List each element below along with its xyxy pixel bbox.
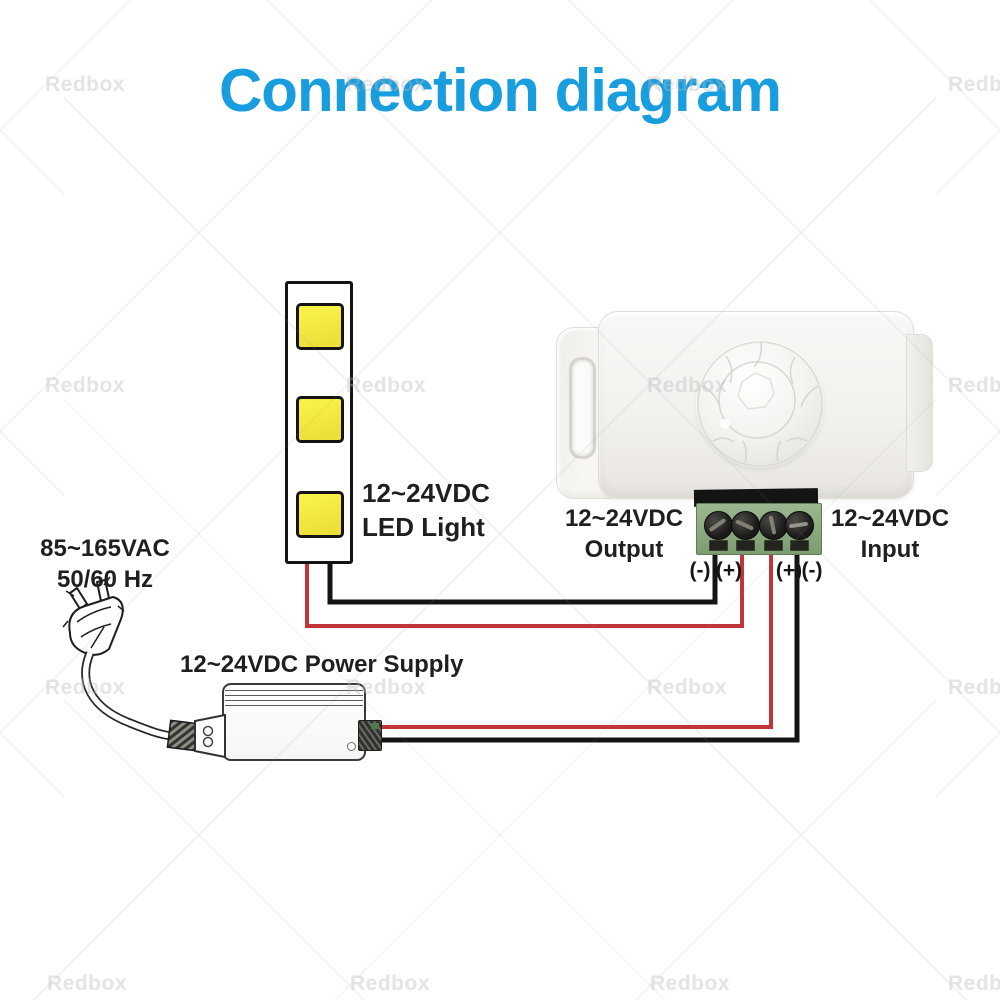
led-chip bbox=[296, 491, 344, 538]
psu-input-connector bbox=[166, 713, 226, 759]
plug-body bbox=[68, 596, 124, 656]
watermark-text: Redbox bbox=[46, 972, 128, 995]
screw-slot bbox=[708, 517, 727, 533]
ac-input-label: 85~165VAC 50/60 Hz bbox=[14, 533, 196, 595]
led-voltage-text: 12~24VDC bbox=[362, 478, 490, 508]
terminal-wire-hole bbox=[790, 540, 809, 551]
output-voltage-text: 12~24VDC bbox=[564, 505, 684, 532]
sensor-mount-slot bbox=[569, 357, 596, 459]
watermark-text: Redbox bbox=[947, 374, 1000, 397]
terminal-screw bbox=[704, 511, 733, 540]
screw-slot bbox=[768, 515, 777, 535]
polarity-label-output-negative: (-) bbox=[689, 559, 711, 582]
watermark-text: Redbox bbox=[44, 676, 126, 699]
ac-frequency-text: 50/60 Hz bbox=[56, 566, 154, 594]
terminal-wire-hole bbox=[709, 540, 728, 551]
led-light-text: LED Light bbox=[362, 511, 485, 542]
psu-ridge bbox=[225, 705, 363, 706]
watermark-text: Redbox bbox=[44, 374, 126, 397]
input-voltage-text: 12~24VDC bbox=[830, 505, 950, 532]
watermark-text: Redbox bbox=[345, 374, 427, 397]
terminal-block bbox=[696, 503, 822, 555]
input-text: Input bbox=[860, 536, 920, 564]
terminal-screw bbox=[731, 511, 760, 540]
watermark-text: Redbox bbox=[646, 676, 728, 699]
watermark-text: Redbox bbox=[947, 676, 1000, 699]
terminal-screw bbox=[759, 511, 788, 540]
led-strip bbox=[285, 281, 353, 564]
pir-dome-lens bbox=[696, 340, 824, 468]
sensor-mount-tab-right bbox=[906, 334, 933, 472]
psu-ridge bbox=[225, 690, 363, 691]
polarity-label-input-negative: (-) bbox=[801, 559, 823, 582]
terminal-screw bbox=[785, 511, 814, 540]
page-title: Connection diagram bbox=[218, 57, 782, 124]
screw-slot bbox=[735, 519, 754, 531]
watermark-text: Redbox bbox=[947, 972, 1000, 995]
ac-cable bbox=[81, 651, 173, 741]
power-supply-box bbox=[222, 683, 366, 761]
output-text: Output bbox=[584, 536, 664, 564]
psu-ridge bbox=[225, 700, 363, 701]
terminal-wire-hole bbox=[736, 540, 755, 551]
psu-screw-hole bbox=[347, 742, 356, 751]
ac-voltage-text: 85~165VAC bbox=[40, 535, 170, 562]
led-chip bbox=[296, 396, 344, 443]
polarity-label-input-positive: (+) bbox=[775, 559, 803, 582]
polarity-label-output-positive: (+) bbox=[715, 559, 743, 582]
sensor-input-label: 12~24VDC Input bbox=[828, 503, 952, 565]
wire-psu-positive bbox=[372, 549, 773, 729]
watermark-text: Redbox bbox=[649, 972, 731, 995]
sensor-output-label: 12~24VDC Output bbox=[562, 503, 686, 565]
screw-slot bbox=[788, 521, 809, 529]
terminal-wire-hole bbox=[764, 540, 783, 551]
psu-output-connector bbox=[358, 720, 382, 751]
psu-ridge bbox=[225, 695, 363, 696]
watermark-text: Redbox bbox=[349, 972, 431, 995]
led-chip bbox=[296, 303, 344, 350]
psu-connector-mark bbox=[371, 723, 379, 729]
power-supply-label: 12~24VDC Power Supply bbox=[180, 651, 464, 678]
led-strip-label: 12~24VDC LED Light bbox=[362, 477, 490, 545]
